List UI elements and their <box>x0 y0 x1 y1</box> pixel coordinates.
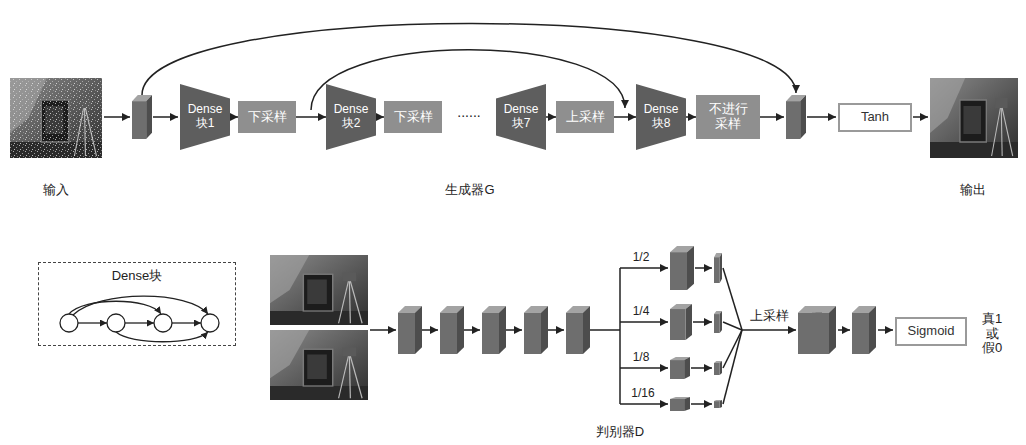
dense-block: Dense 块8 <box>636 84 686 150</box>
node-text: Sigmoid <box>908 324 955 339</box>
scale-label: 1/4 <box>633 305 650 319</box>
flow-arrow <box>296 116 326 118</box>
flow-arrow <box>686 116 696 118</box>
node-text: 下采样 <box>394 110 433 125</box>
flow-arrow <box>614 116 636 118</box>
node-text: Dense 块1 <box>183 103 227 131</box>
sampling-box: 下采样 <box>238 101 296 133</box>
caption-label: 输入 <box>43 183 69 198</box>
flow-arrow <box>230 116 238 118</box>
conv-layer <box>132 95 152 139</box>
flow-arrow <box>546 116 556 118</box>
node-text: 不进行 采样 <box>702 102 754 132</box>
input-image <box>270 330 368 400</box>
node-text: Dense 块2 <box>329 103 373 131</box>
node-text: 上采样 <box>566 110 605 125</box>
frame-heading: Dense块 <box>112 269 163 284</box>
node-text: 下采样 <box>248 110 287 125</box>
scale-label: 1/8 <box>633 351 650 365</box>
node-text: Dense 块7 <box>499 103 543 131</box>
operation-label: 上采样 <box>750 309 789 324</box>
dense-block-frame: Dense块 <box>38 262 236 346</box>
output-image <box>930 78 1018 158</box>
sampling-box: 不进行 采样 <box>696 95 760 139</box>
input-image <box>270 255 368 325</box>
ellipsis-label: ...... <box>457 104 480 120</box>
node-text: Tanh <box>861 110 889 125</box>
caption-label: 输出 <box>960 183 986 198</box>
sampling-box: 下采样 <box>384 101 442 133</box>
flow-arrow <box>376 116 384 118</box>
output-label: 真1 或 假0 <box>979 312 1005 357</box>
scale-label: 1/16 <box>631 387 654 401</box>
conv-layers <box>398 246 876 411</box>
sampling-box: 上采样 <box>556 101 614 133</box>
conv-layer <box>786 95 806 139</box>
activation-box: Tanh <box>838 103 912 132</box>
dense-block: Dense 块7 <box>496 84 546 150</box>
scale-label: 1/2 <box>633 251 650 265</box>
input-image <box>10 78 102 158</box>
flow-arrows <box>370 268 893 404</box>
caption-label: 判别器D <box>596 425 644 440</box>
caption-label: 生成器G <box>445 183 494 198</box>
activation-box: Sigmoid <box>895 317 967 346</box>
node-text: Dense 块8 <box>639 103 683 131</box>
dense-block: Dense 块1 <box>180 84 230 150</box>
dense-block: Dense 块2 <box>326 84 376 150</box>
